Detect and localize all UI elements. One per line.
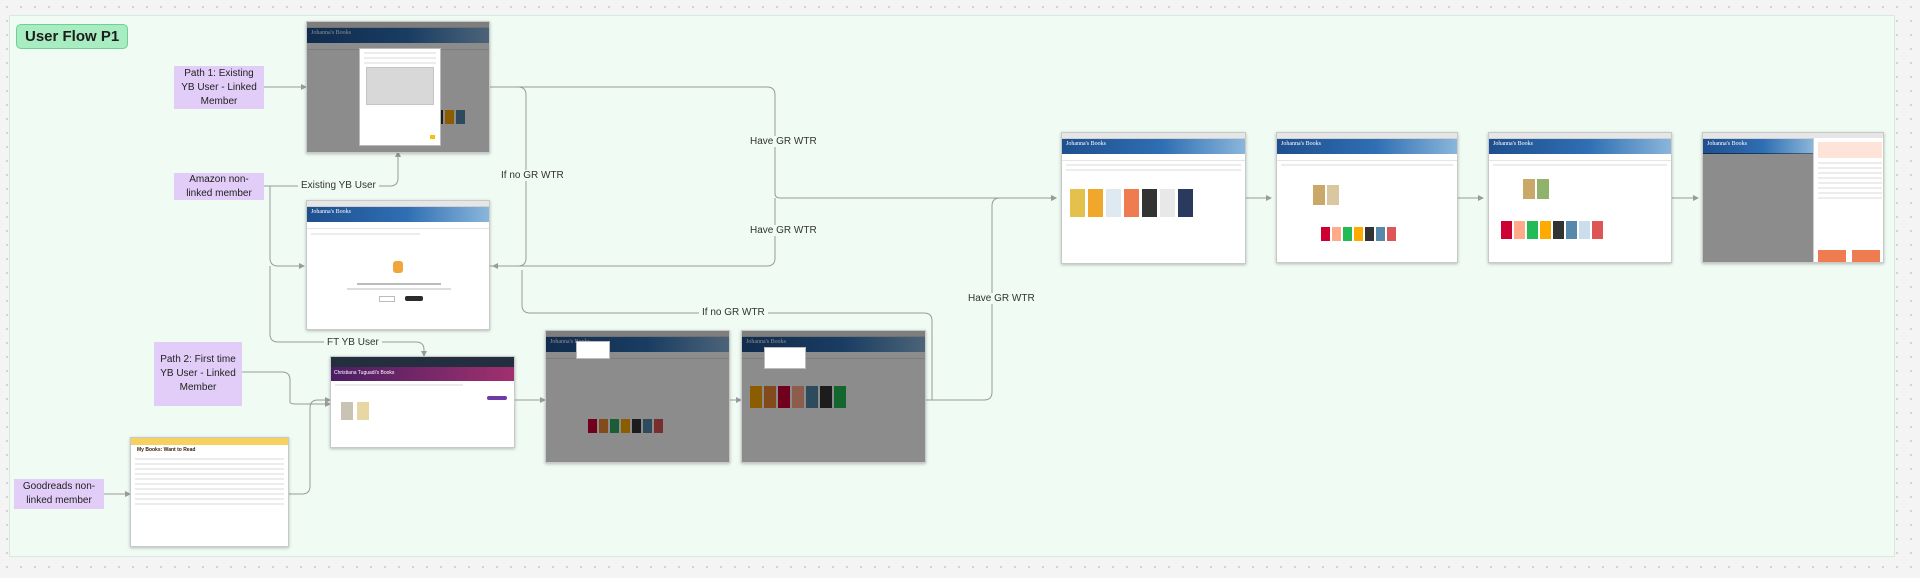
screen-intro-modal[interactable]: Johanna's Books — [306, 21, 490, 153]
label-if-no-gr-wtr-1: If no GR WTR — [498, 170, 567, 181]
label-have-gr-wtr-1: Have GR WTR — [747, 136, 820, 147]
modal-next-button[interactable] — [430, 135, 435, 139]
tooltip-popover-1 — [576, 341, 610, 359]
edge-amazon-to-empty — [269, 186, 305, 269]
edge-gr-to-amazon — [289, 397, 331, 495]
screen-want-to-read[interactable]: Johanna's Books — [1061, 132, 1246, 264]
label-have-gr-wtr-3: Have GR WTR — [965, 293, 1038, 304]
sticky-path2[interactable]: Path 2: First time YB User - Linked Memb… — [154, 342, 242, 406]
frame-title[interactable]: User Flow P1 — [16, 24, 129, 49]
empty-state-illustration — [393, 261, 403, 273]
edge-amazon-to-modal — [264, 151, 401, 187]
label-have-gr-wtr-2: Have GR WTR — [747, 225, 820, 236]
label-existing-yb-user: Existing YB User — [298, 180, 379, 191]
screen-tooltip-2[interactable]: Johanna's Books — [741, 330, 926, 463]
edge-empty-have-gr — [490, 198, 776, 267]
book-side-panel — [1813, 138, 1883, 262]
sticky-goodreads[interactable]: Goodreads non-linked member — [14, 479, 104, 509]
label-ft-yb-user: FT YB User — [324, 337, 382, 348]
sticky-path1[interactable]: Path 1: Existing YB User - Linked Member — [174, 66, 264, 109]
tooltip-popover-2 — [764, 347, 806, 369]
screen-amazon[interactable]: Christiana Tuguadi's Books — [330, 356, 515, 448]
label-if-no-gr-wtr-2: If no GR WTR — [699, 307, 768, 318]
screen-book-side-panel[interactable]: Johanna's Books — [1702, 132, 1884, 263]
screen-tooltip-1[interactable]: Johanna's Books — [545, 330, 730, 463]
screen-empty-state[interactable]: Johanna's Books — [306, 200, 490, 330]
connect-button[interactable] — [405, 296, 423, 301]
screen-shelf-detail[interactable]: Johanna's Books — [1276, 132, 1458, 263]
screen-shelf-detail-2[interactable]: Johanna's Books — [1488, 132, 1672, 263]
screen-goodreads[interactable]: My Books: Want to Read — [130, 437, 289, 547]
modal-image-placeholder — [366, 67, 434, 105]
intro-modal-dialog — [359, 48, 441, 146]
sticky-amazon[interactable]: Amazon non-linked member — [174, 173, 264, 200]
edge-path2-to-amazon — [242, 371, 331, 407]
